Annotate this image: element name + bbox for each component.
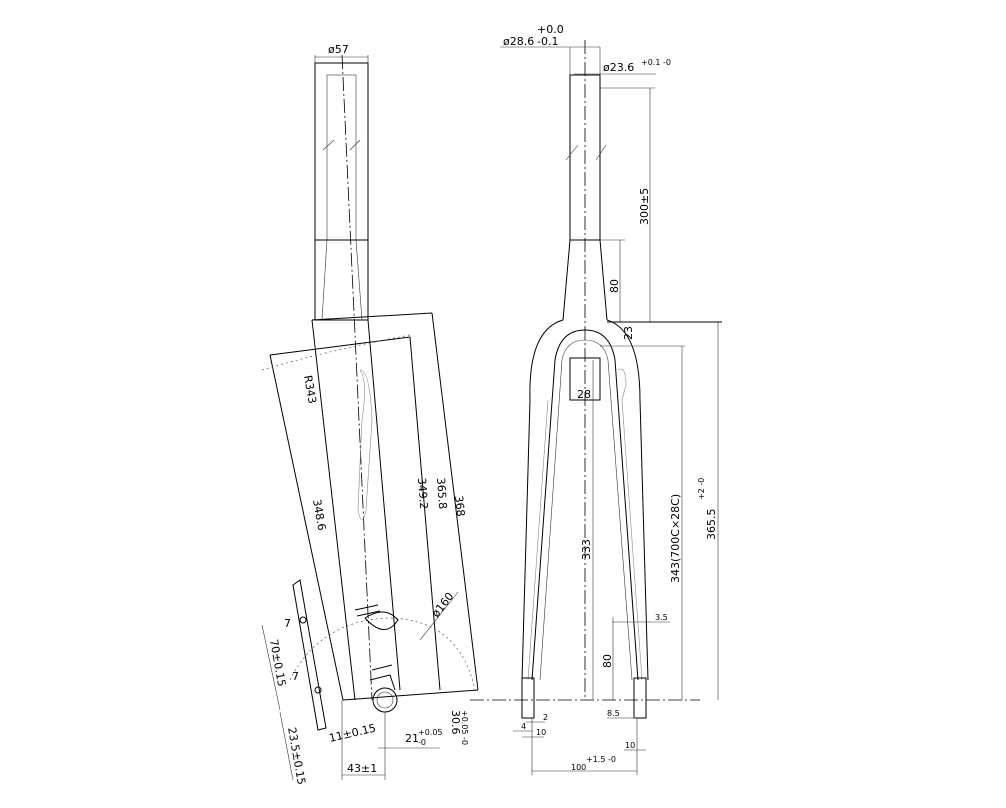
dim-steerer-outer-tol-up: +0.0 [537,23,564,36]
dim-axle-to-crown: 365.5 [705,509,718,541]
side-steerer-outline [314,62,369,321]
dim-crown-28: 28 [577,388,591,401]
dim-dropout-10-right: 10 [625,741,635,750]
dim-349-2: 349.2 [415,477,430,509]
dim-axle-21-tol: +0.05 [418,728,443,737]
rotor-circle [289,617,476,691]
dim-steerer-outer-dia: ø28.6 [503,35,534,48]
crown-race [569,357,601,401]
dim-steerer-length: 300±5 [638,188,651,225]
dim-dropout-2: 2 [543,713,548,722]
dim-365-8: 365.8 [434,477,449,509]
dim-radius: R343 [301,374,319,404]
dim-dropout-4: 4 [521,722,526,731]
dim-tire-clearance: 343(700C×28C) [669,494,682,583]
dim-taper-80: 80 [608,279,621,293]
dim-dropout-80: 80 [601,654,614,668]
dim-axle-21: 21 [405,732,419,745]
dim-blade-333: 333 [580,539,593,560]
dim-dropout-10-left: 10 [536,728,546,737]
side-steering-axis [341,54,373,701]
right-dropout [633,677,647,719]
dim-steerer-diameter: ø57 [328,43,349,56]
front-view: ø28.6 +0.0 -0.1 ø23.6 +0.1 -0 300±5 80 2… [470,23,722,775]
dim-368: 368 [452,495,467,517]
dim-offset-43: 43±1 [347,762,377,775]
dim-dropout-8-5: 8.5 [607,709,620,718]
dim-axle-11: 11±0.15 [328,722,377,745]
dim-steerer-inner-dia: ø23.6 [603,61,634,74]
dim-steerer-inner-tol: +0.1 -0 [641,58,671,67]
dim-axle-to-crown-tol: +2 -0 [697,478,706,500]
radius-arc [261,334,411,371]
dim-mount-7a: 7 [284,617,291,630]
dim-mount-7b: 7 [292,670,299,683]
side-fork-blade [311,319,401,701]
dim-axle-21-tol-low: -0 [418,738,426,747]
front-blade-inner [531,329,639,681]
front-blade-outer [521,319,649,681]
dim-dropout-3-5: 3.5 [655,613,668,622]
dim-axle-30-tol: +0.05 -0 [460,710,469,745]
dim-axle-30: 30.6 [449,710,462,735]
side-steerer-inner [326,74,357,241]
side-axle [372,687,398,713]
left-dropout [521,677,535,719]
dim-crown-23: 23 [622,326,635,340]
caliper-mount [292,579,327,731]
dim-348-6: 348.6 [310,498,328,531]
side-view: ø57 70±0.15 7 7 23.5±0.15 R343 348.6 [261,43,479,786]
dim-hub-width: 100 [571,763,586,772]
dim-steerer-outer-tol-low: -0.1 [537,35,558,48]
dim-hub-width-tol: +1.5 -0 [586,755,616,764]
